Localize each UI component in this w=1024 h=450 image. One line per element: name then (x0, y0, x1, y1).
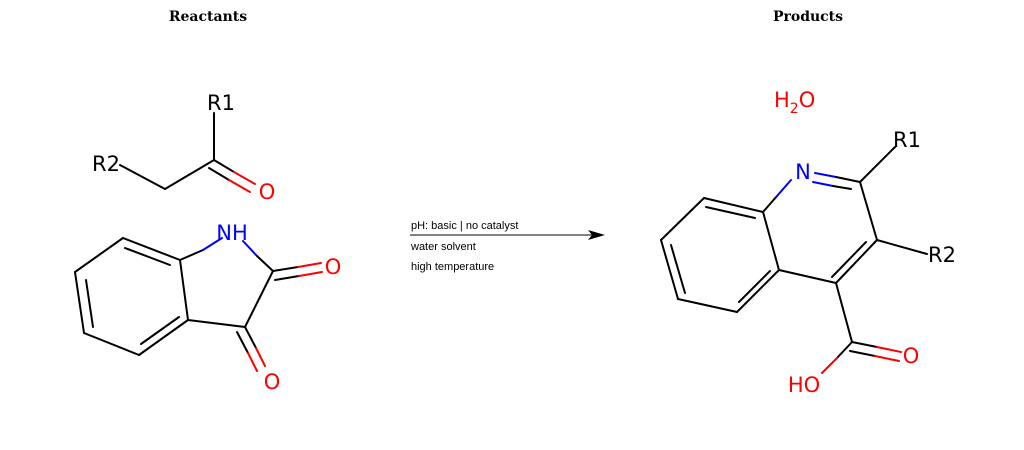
bond-co-a-o (233, 171, 256, 185)
bond-aromatic-inner (85, 279, 94, 328)
bond-ring (660, 197, 705, 241)
r2-label: R2 (92, 152, 120, 176)
bond-ring (122, 237, 181, 261)
bond-aromatic-inner (831, 241, 867, 278)
hydroxyl-label: HO (788, 373, 820, 397)
product-r2-label: R2 (928, 243, 956, 267)
bond-c-n (762, 195, 778, 213)
arrow-head-icon (588, 230, 605, 240)
isatin-oxygen-1: O (325, 255, 342, 279)
bond-aromatic-inner (140, 316, 180, 345)
bond-ring (677, 298, 738, 313)
water-subscript: 2 (790, 101, 799, 117)
bond-c2o-red (297, 262, 322, 268)
bond-ch2-r2 (119, 164, 166, 190)
bond-c-c (859, 181, 878, 241)
bond-c-oh-red (821, 357, 838, 374)
ketone-oxygen: O (259, 180, 276, 204)
isatin-reactant: NH O O (74, 221, 342, 394)
bond-c-o-double (851, 341, 878, 348)
water-o: O (799, 88, 816, 112)
bond-c2o (274, 275, 300, 281)
quinoline-product: N R1 R2 O HO (660, 128, 956, 397)
water-h: H (774, 88, 790, 112)
bond-c-n-blue (776, 179, 792, 197)
bond-aromatic-inner (738, 270, 771, 303)
reaction-arrow-group: pH: basic | no catalyst water solvent hi… (410, 220, 605, 273)
bond-ring (703, 197, 764, 213)
bond-c-o-double-red (876, 346, 902, 353)
bond-c3o (244, 326, 257, 349)
bond-c-r1 (859, 146, 896, 183)
bond-c-c (244, 270, 274, 328)
bond-aromatic-inner (670, 244, 686, 294)
bond-n-c-blue (814, 172, 837, 178)
bond-ring (762, 211, 780, 271)
bond-aromatic-inner (705, 206, 756, 219)
bond-co-b (208, 167, 230, 181)
bond-c-oh (836, 341, 853, 359)
condition-temperature: high temperature (411, 261, 494, 273)
bond-ring (736, 269, 780, 313)
bond-ring (74, 271, 85, 334)
bond-c-c (778, 269, 837, 284)
bond-c-c (187, 319, 246, 328)
bond-c-n (179, 249, 204, 261)
bond-co-a (213, 159, 235, 173)
bond-ring (83, 332, 140, 356)
condition-ph: pH: basic | no catalyst (411, 220, 518, 232)
bond-c3o (236, 331, 249, 354)
bond-aromatic-inner (124, 247, 171, 266)
water-label: H2O (774, 88, 815, 117)
bond-c-ch2 (164, 159, 215, 190)
bond-c3o-red (255, 347, 266, 367)
bond-n-c (256, 255, 274, 272)
nh-label: NH (216, 221, 248, 245)
bond-c-c (835, 239, 878, 284)
bond-c-o-double-red (874, 355, 900, 362)
product-r1-label: R1 (893, 128, 921, 152)
quinoline-nitrogen: N (795, 160, 811, 184)
bond-c2o-red (298, 271, 323, 277)
bond-n-c (835, 176, 861, 183)
products-header: Products (773, 9, 843, 25)
reactants-header: Reactants (169, 9, 247, 25)
isatin-oxygen-2: O (264, 370, 281, 394)
carbonyl-oxygen: O (903, 344, 920, 368)
bond-ring (660, 239, 679, 300)
bond-ring (179, 259, 189, 321)
bond-c-cooh (835, 282, 853, 343)
bond-n-c-blue (242, 240, 258, 257)
bond-ring (138, 319, 189, 356)
bond-c3o-red (247, 352, 258, 372)
ketone-reactant: R1 R2 O (92, 91, 275, 204)
bond-ring (74, 237, 124, 273)
condition-solvent: water solvent (410, 241, 476, 253)
bond-n-c-inner (832, 185, 852, 190)
bond-n-c-inner-blue (812, 181, 834, 187)
bond-c-o-double (849, 350, 876, 357)
bond-c-r2 (876, 239, 928, 255)
r1-label: R1 (207, 91, 235, 115)
bond-co-b-o (228, 179, 251, 193)
bond-c-n-blue (202, 237, 223, 251)
bond-c2o (272, 266, 299, 272)
